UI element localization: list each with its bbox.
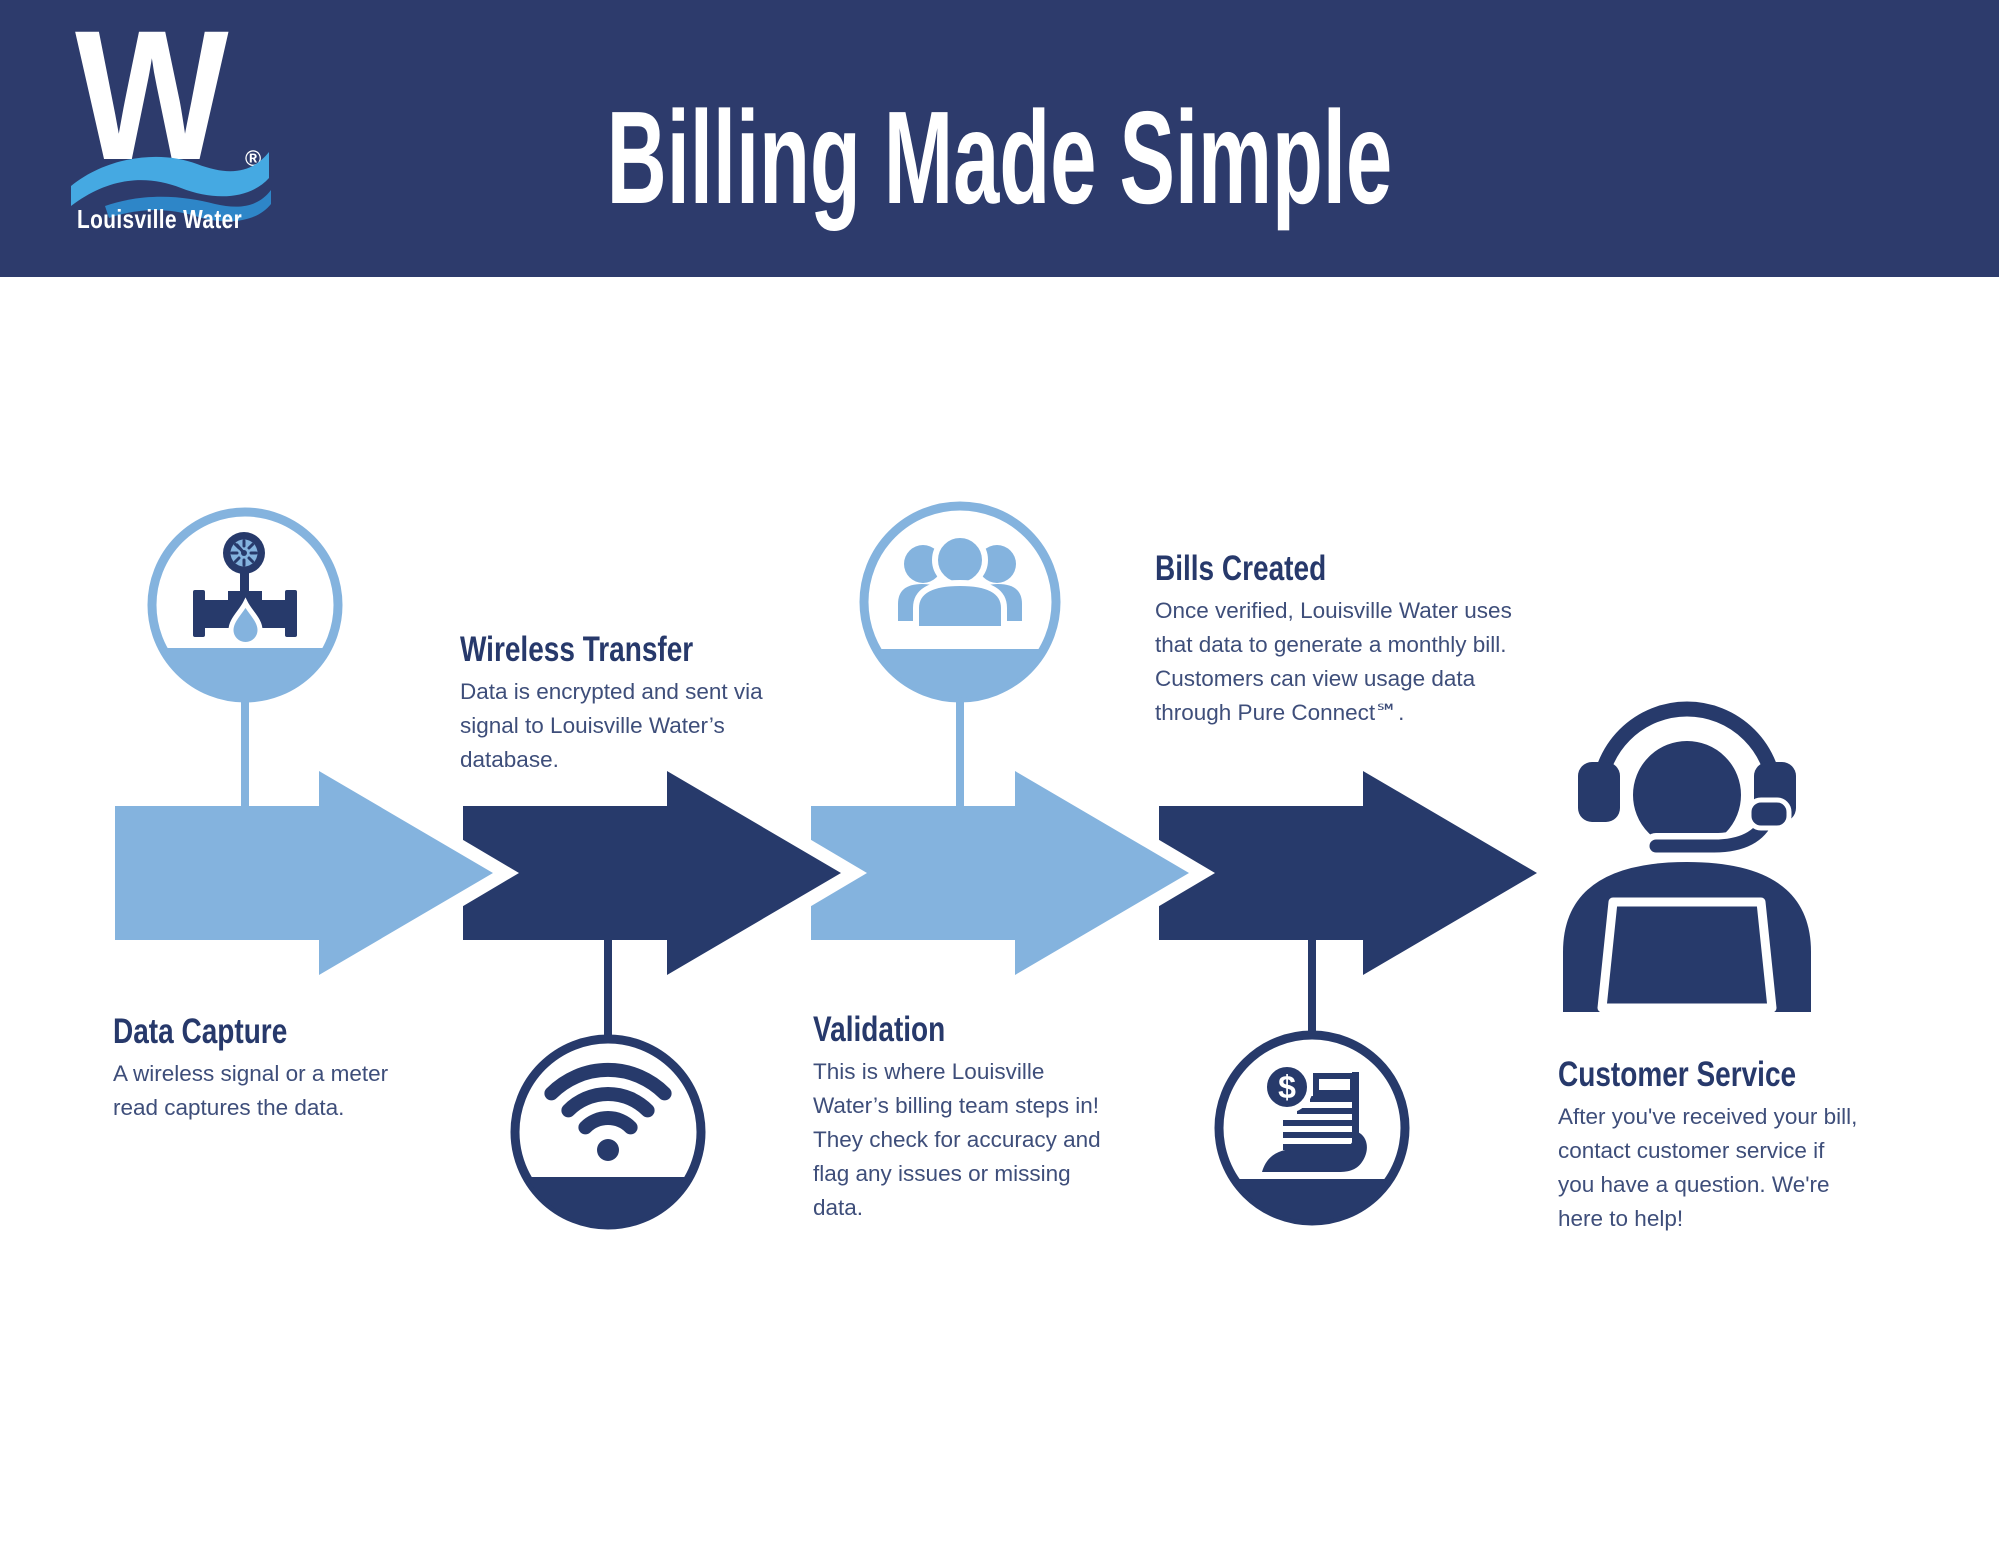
step-circle-wireless-transfer [510, 1034, 706, 1230]
dollar-sign: $ [1278, 1069, 1296, 1105]
connector-line-2 [604, 935, 612, 1040]
water-level-fill [864, 649, 1056, 698]
water-level-fill [152, 648, 338, 698]
circle-outline [859, 501, 1061, 703]
step-text-wireless-transfer: Wireless Transfer Data is encrypted and … [460, 628, 800, 777]
step-title: Bills Created [1155, 549, 1327, 588]
step-text-bills-created: Bills Created Once verified, Louisville … [1155, 547, 1565, 730]
step-circle-validation [859, 501, 1061, 703]
step-description: Data is encrypted and sent via signal to… [460, 679, 763, 772]
billing-document-icon: $ [1261, 1061, 1367, 1172]
step-title: Validation [813, 1010, 946, 1049]
headset-earcup-left [1578, 762, 1620, 822]
step-title: Customer Service [1558, 1055, 1797, 1094]
arrow-2-head-outline [654, 747, 867, 999]
flow-arrow-4 [1159, 771, 1537, 975]
flow-arrow-1 [115, 771, 493, 975]
step-circle-bills-created: $ [1214, 1030, 1410, 1226]
step-text-data-capture: Data Capture A wireless signal or a mete… [113, 1010, 453, 1125]
step-text-validation: Validation This is where Louisville Wate… [813, 1008, 1163, 1225]
wifi-icon [544, 1063, 672, 1161]
shoulders [1563, 862, 1811, 1012]
step-description: After you've received your bill, contact… [1558, 1104, 1858, 1231]
water-level-fill [1219, 1179, 1405, 1221]
louisville-water-logo: W ® Louisville Water [71, 4, 295, 258]
logo-wave-icon [71, 152, 271, 222]
arrow-1-head-outline [306, 747, 519, 999]
arrow-3-head-outline [1002, 747, 1215, 999]
logo-wordmark: Louisville Water [77, 204, 243, 234]
step-description: This is where Louisville Water’s billing… [813, 1059, 1101, 1220]
page-title: Billing Made Simple [606, 84, 1393, 231]
header-banner: W ® Louisville Water Billing Made Simple [0, 0, 1999, 277]
circle-outline [510, 1034, 706, 1230]
step-title: Wireless Transfer [460, 630, 694, 669]
flow-arrow-2 [463, 771, 841, 975]
step-title: Data Capture [113, 1012, 288, 1051]
step-description: A wireless signal or a meter read captur… [113, 1061, 389, 1120]
microphone-hinge [1746, 797, 1792, 831]
page-curl [1262, 1131, 1367, 1172]
connector-line-1 [241, 690, 249, 810]
step-text-customer-service: Customer Service After you've received y… [1558, 1053, 1968, 1236]
head [1625, 733, 1749, 857]
support-agent-icon [1563, 701, 1811, 1013]
circle-outline [147, 507, 343, 703]
step-circle-data-capture [147, 507, 343, 703]
step-description: Once verified, Louisville Water uses tha… [1155, 598, 1512, 725]
headset-band [1591, 701, 1783, 798]
water-level-fill [515, 1177, 701, 1225]
people-icon [898, 532, 1022, 632]
laptop-icon [1597, 897, 1777, 1013]
water-drop-icon [228, 597, 263, 647]
connector-line-4 [1308, 935, 1316, 1035]
water-meter-icon [193, 532, 297, 647]
microphone-boom [1649, 811, 1775, 853]
connector-line-3 [956, 690, 964, 810]
circle-outline [1214, 1030, 1410, 1226]
headset-earcup-right [1754, 762, 1796, 822]
flow-arrow-3 [811, 771, 1189, 975]
dollar-coin-icon [1261, 1061, 1313, 1113]
